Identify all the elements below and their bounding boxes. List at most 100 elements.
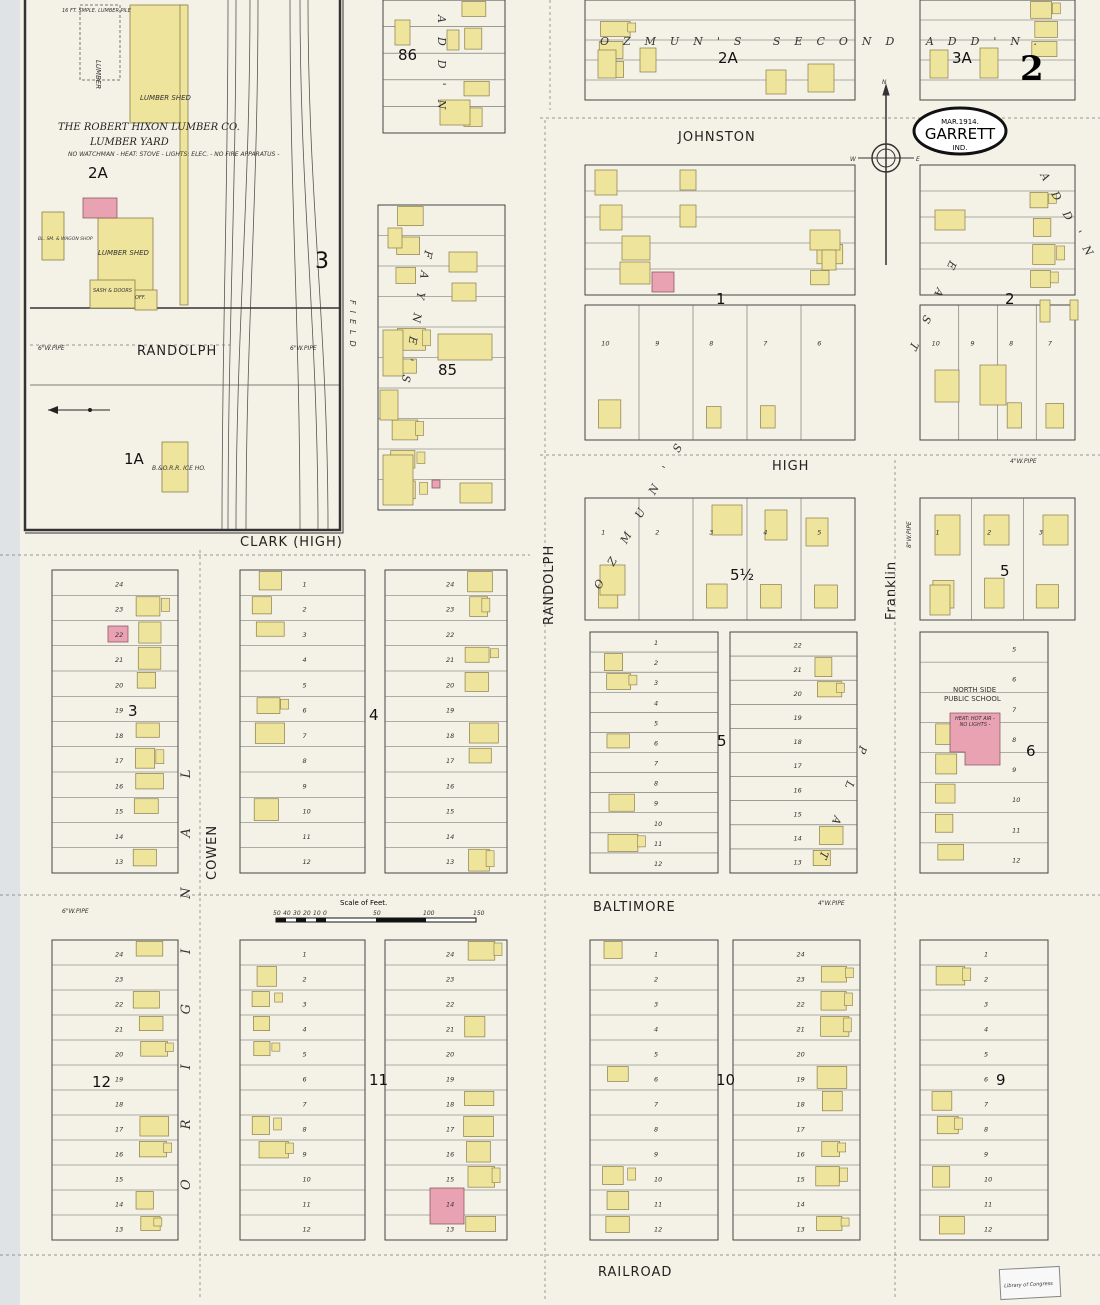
block-10: 10: [716, 1071, 735, 1089]
lumber-company-name: THE ROBERT HIXON LUMBER CO.: [58, 122, 240, 133]
lot-number: 3: [709, 529, 713, 537]
lumber-shed: [161, 441, 189, 493]
lot-number: 16: [794, 786, 802, 794]
lot-number: 9: [984, 1150, 988, 1158]
lot-number: 23: [446, 975, 454, 983]
dwelling-building: [464, 672, 489, 692]
sheet-ref-3a[interactable]: 3A: [952, 49, 973, 67]
scale-tick-label: 30: [293, 910, 301, 917]
dwelling-building: [816, 1216, 843, 1231]
lot-number: 9: [654, 800, 658, 808]
lot-number: 20: [446, 1050, 454, 1058]
pipe-label: 6"W.PIPE: [290, 345, 317, 352]
dwelling-building: [437, 333, 493, 361]
lot-number: 10: [303, 1175, 311, 1183]
lot-number: 13: [446, 1225, 454, 1233]
lot-number: 7: [303, 732, 308, 740]
lot-number: 2: [987, 529, 991, 537]
rail-track: [227, 0, 237, 531]
lot-number: 10: [1012, 796, 1020, 804]
lot-number: 19: [446, 707, 454, 715]
sheet-ref-1a[interactable]: 1A: [124, 450, 145, 468]
lot-number: 18: [115, 1100, 123, 1108]
street-high: HIGH: [772, 459, 809, 474]
sheet-ref-3[interactable]: 3: [315, 249, 329, 274]
lot-number: 23: [115, 606, 123, 614]
lot-number: 11: [984, 1200, 992, 1208]
lot-number: 3: [984, 1000, 988, 1008]
rail-track: [289, 0, 301, 531]
sheet-ref-2a-top[interactable]: 2A: [718, 49, 739, 67]
pipe-label-4: 6"W.PIPE: [62, 908, 89, 915]
porch: [153, 1217, 163, 1227]
dwelling-building: [809, 229, 841, 251]
lot-number: 9: [303, 1150, 307, 1158]
lot-number: 5: [1012, 646, 1016, 654]
dwelling-building: [929, 49, 949, 79]
lot-number: 6: [984, 1075, 988, 1083]
lot-number: 20: [115, 1050, 123, 1058]
addition-original: ORIGINAL: [179, 720, 194, 1191]
city-block: [584, 497, 856, 621]
lot-number: 3: [654, 1000, 658, 1008]
lot-number: 18: [115, 732, 123, 740]
dwelling-building: [603, 941, 623, 959]
dwelling-building: [251, 991, 270, 1007]
lot-number: 12: [654, 1225, 662, 1233]
dwelling-building: [605, 1216, 630, 1233]
lot-number: 20: [794, 690, 802, 698]
lumber-shed-1: LUMBER SHED: [140, 94, 192, 102]
lumber-shed: [134, 289, 158, 311]
dwelling-building: [706, 406, 722, 429]
lot-number: 1: [984, 950, 988, 958]
rail-track: [299, 0, 319, 531]
street-railroad: RAILROAD: [598, 1265, 672, 1280]
dwelling-building: [607, 833, 639, 852]
dwelling-building: [138, 621, 162, 644]
dwelling-building: [594, 169, 618, 196]
porch: [637, 835, 646, 848]
lot-number: 4: [984, 1025, 988, 1033]
lot-number: 7: [1012, 706, 1017, 714]
lot-number: 7: [763, 340, 768, 348]
dwelling-building: [135, 941, 164, 957]
porch: [274, 992, 283, 1003]
railroad-tracks: [221, 0, 329, 531]
lot-number: 16: [446, 1150, 454, 1158]
city-block: [382, 0, 506, 134]
lot-number: 22: [446, 631, 454, 639]
city-block: [584, 164, 856, 296]
dwelling-building: [619, 261, 651, 285]
city-block: [919, 0, 1076, 101]
dwelling-building: [935, 813, 954, 833]
sheet-ref-2a-left[interactable]: 2A: [88, 164, 109, 182]
dwelling-building: [135, 596, 161, 617]
block-4: 4: [369, 706, 379, 724]
dwelling-building: [934, 514, 961, 556]
lot-number: 4: [303, 656, 307, 664]
pipe-label-5: 4"W.PIPE: [1010, 458, 1037, 465]
street-randolph-inset: RANDOLPH: [137, 344, 217, 359]
dwelling-building: [937, 844, 964, 861]
scale-tick-label: 10: [313, 910, 321, 917]
lot-number: 8: [654, 780, 658, 788]
dwelling-building: [604, 653, 624, 672]
rail-track: [245, 0, 259, 531]
lot-number: 17: [446, 757, 455, 765]
dwelling-building: [816, 1066, 848, 1089]
block-3: 3: [128, 702, 138, 720]
lumber-shed-2: LUMBER SHED: [98, 249, 150, 257]
porch: [163, 1142, 172, 1153]
dwelling-building: [807, 63, 835, 93]
lot-number: 17: [115, 757, 124, 765]
sash-doors-label: SASH & DOORS: [93, 288, 133, 294]
lot-number: 16: [446, 782, 454, 790]
lot-number: 9: [655, 340, 659, 348]
direction-arrow-icon: [48, 406, 110, 414]
dwelling-building: [608, 793, 635, 812]
lot-number: 7: [654, 1100, 659, 1108]
lot-number: 12: [1012, 856, 1020, 864]
scale-tick-label: 20: [303, 910, 311, 917]
porch: [962, 967, 972, 981]
